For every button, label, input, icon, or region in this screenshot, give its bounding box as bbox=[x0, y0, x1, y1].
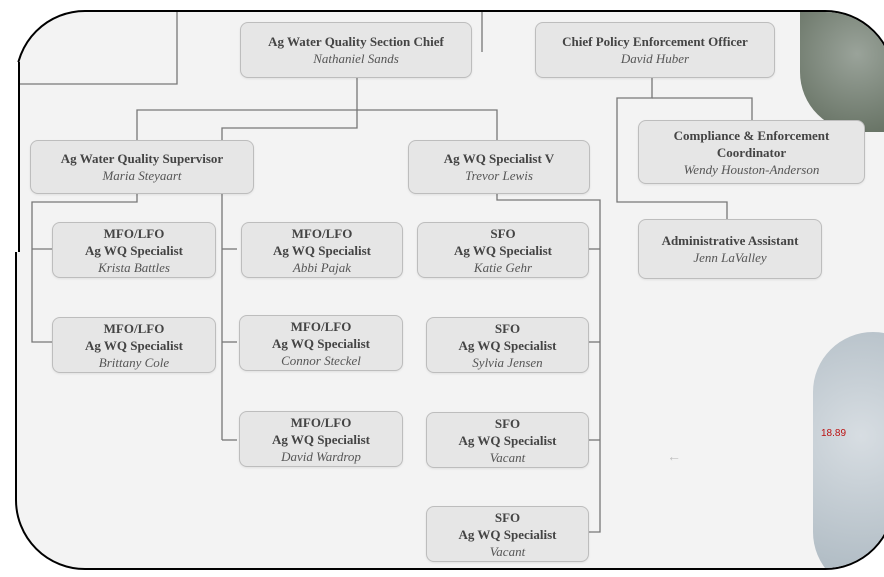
node-name: Abbi Pajak bbox=[292, 259, 352, 275]
node-title: Ag Water Quality Supervisor bbox=[60, 151, 224, 166]
node-sylvia: SFO Ag WQ Specialist Sylvia Jensen bbox=[426, 317, 589, 373]
node-title: Ag WQ Specialist bbox=[85, 337, 183, 353]
node-role: SFO bbox=[490, 225, 516, 241]
node-name: Vacant bbox=[489, 543, 526, 559]
node-role: MFO/LFO bbox=[103, 225, 165, 241]
chief-to-specialist-v bbox=[357, 109, 498, 140]
node-connor: MFO/LFO Ag WQ Specialist Connor Steckel bbox=[239, 315, 403, 371]
node-title: Ag WQ Specialist bbox=[458, 526, 557, 542]
node-name: Krista Battles bbox=[98, 259, 170, 275]
node-role: SFO bbox=[494, 509, 521, 525]
side-map-disc: 18.89 bbox=[813, 332, 884, 568]
node-vacant-1: SFO Ag WQ Specialist Vacant bbox=[426, 412, 589, 468]
node-title: Ag Water Quality Section Chief bbox=[268, 34, 444, 49]
node-name: Nathaniel Sands bbox=[313, 51, 399, 66]
node-title-line2: Coordinator bbox=[716, 144, 787, 160]
map-label: 18.89 bbox=[821, 428, 847, 439]
node-name: Jenn LaValley bbox=[693, 250, 767, 265]
node-role: MFO/LFO bbox=[103, 320, 165, 336]
org-chart-frame: 18.89 Ag Water Qua bbox=[15, 10, 884, 570]
node-title: Administrative Assistant bbox=[661, 233, 799, 248]
node-title: Ag WQ Specialist V bbox=[443, 151, 555, 166]
node-name: Connor Steckel bbox=[281, 352, 361, 368]
supervisor-to-brittany bbox=[31, 192, 138, 343]
node-name: Vacant bbox=[489, 449, 526, 465]
node-title: Ag WQ Specialist bbox=[458, 337, 557, 353]
node-abbi: MFO/LFO Ag WQ Specialist Abbi Pajak bbox=[241, 222, 403, 278]
node-vacant-2: SFO Ag WQ Specialist Vacant bbox=[426, 506, 589, 562]
node-role: MFO/LFO bbox=[291, 225, 353, 241]
specialistv-column bbox=[496, 192, 601, 533]
node-title: Ag WQ Specialist bbox=[454, 242, 552, 258]
node-title: Ag WQ Specialist bbox=[273, 242, 371, 258]
chief-to-supervisor bbox=[136, 76, 358, 140]
node-title: Ag WQ Specialist bbox=[85, 242, 183, 258]
node-title: Ag WQ Specialist bbox=[272, 335, 370, 351]
node-name: Katie Gehr bbox=[473, 259, 533, 275]
faded-arrow-icon: ← bbox=[667, 448, 681, 464]
top-left-connector bbox=[17, 12, 178, 85]
node-name: Sylvia Jensen bbox=[472, 354, 543, 370]
officer-to-admin bbox=[616, 76, 728, 219]
node-name: David Wardrop bbox=[281, 448, 361, 464]
node-admin-assistant: Administrative Assistant Jenn LaValley bbox=[638, 219, 822, 279]
node-name: Maria Steyaart bbox=[102, 168, 182, 183]
node-title: Chief Policy Enforcement Officer bbox=[562, 34, 748, 49]
node-name: Trevor Lewis bbox=[465, 168, 533, 183]
node-enforcement-officer: Chief Policy Enforcement Officer David H… bbox=[535, 22, 775, 78]
node-krista: MFO/LFO Ag WQ Specialist Krista Battles bbox=[52, 222, 216, 278]
node-role: SFO bbox=[494, 320, 521, 336]
node-compliance-coordinator: Compliance & Enforcement Coordinator Wen… bbox=[638, 120, 865, 184]
chief-to-mfo-column2 bbox=[221, 110, 358, 440]
node-role: MFO/LFO bbox=[290, 318, 352, 334]
node-role: MFO/LFO bbox=[290, 414, 352, 430]
node-title-line1: Compliance & Enforcement bbox=[673, 127, 830, 143]
node-brittany: MFO/LFO Ag WQ Specialist Brittany Cole bbox=[52, 317, 216, 373]
node-david-wardrop: MFO/LFO Ag WQ Specialist David Wardrop bbox=[239, 411, 403, 467]
node-title: Ag WQ Specialist bbox=[458, 432, 557, 448]
node-specialist-v: Ag WQ Specialist V Trevor Lewis bbox=[408, 140, 590, 194]
node-name: Brittany Cole bbox=[98, 354, 170, 370]
left-edge-panel bbox=[0, 62, 20, 252]
node-role: SFO bbox=[494, 415, 521, 431]
officer-to-compliance bbox=[652, 97, 753, 120]
node-title: Ag WQ Specialist bbox=[272, 431, 370, 447]
connector-lines bbox=[17, 12, 753, 533]
node-section-chief: Ag Water Quality Section Chief Nathaniel… bbox=[240, 22, 472, 78]
node-supervisor: Ag Water Quality Supervisor Maria Steyaa… bbox=[30, 140, 254, 194]
node-name: David Huber bbox=[620, 51, 690, 66]
node-katie: SFO Ag WQ Specialist Katie Gehr bbox=[417, 222, 589, 278]
node-name: Wendy Houston-Anderson bbox=[683, 161, 820, 177]
